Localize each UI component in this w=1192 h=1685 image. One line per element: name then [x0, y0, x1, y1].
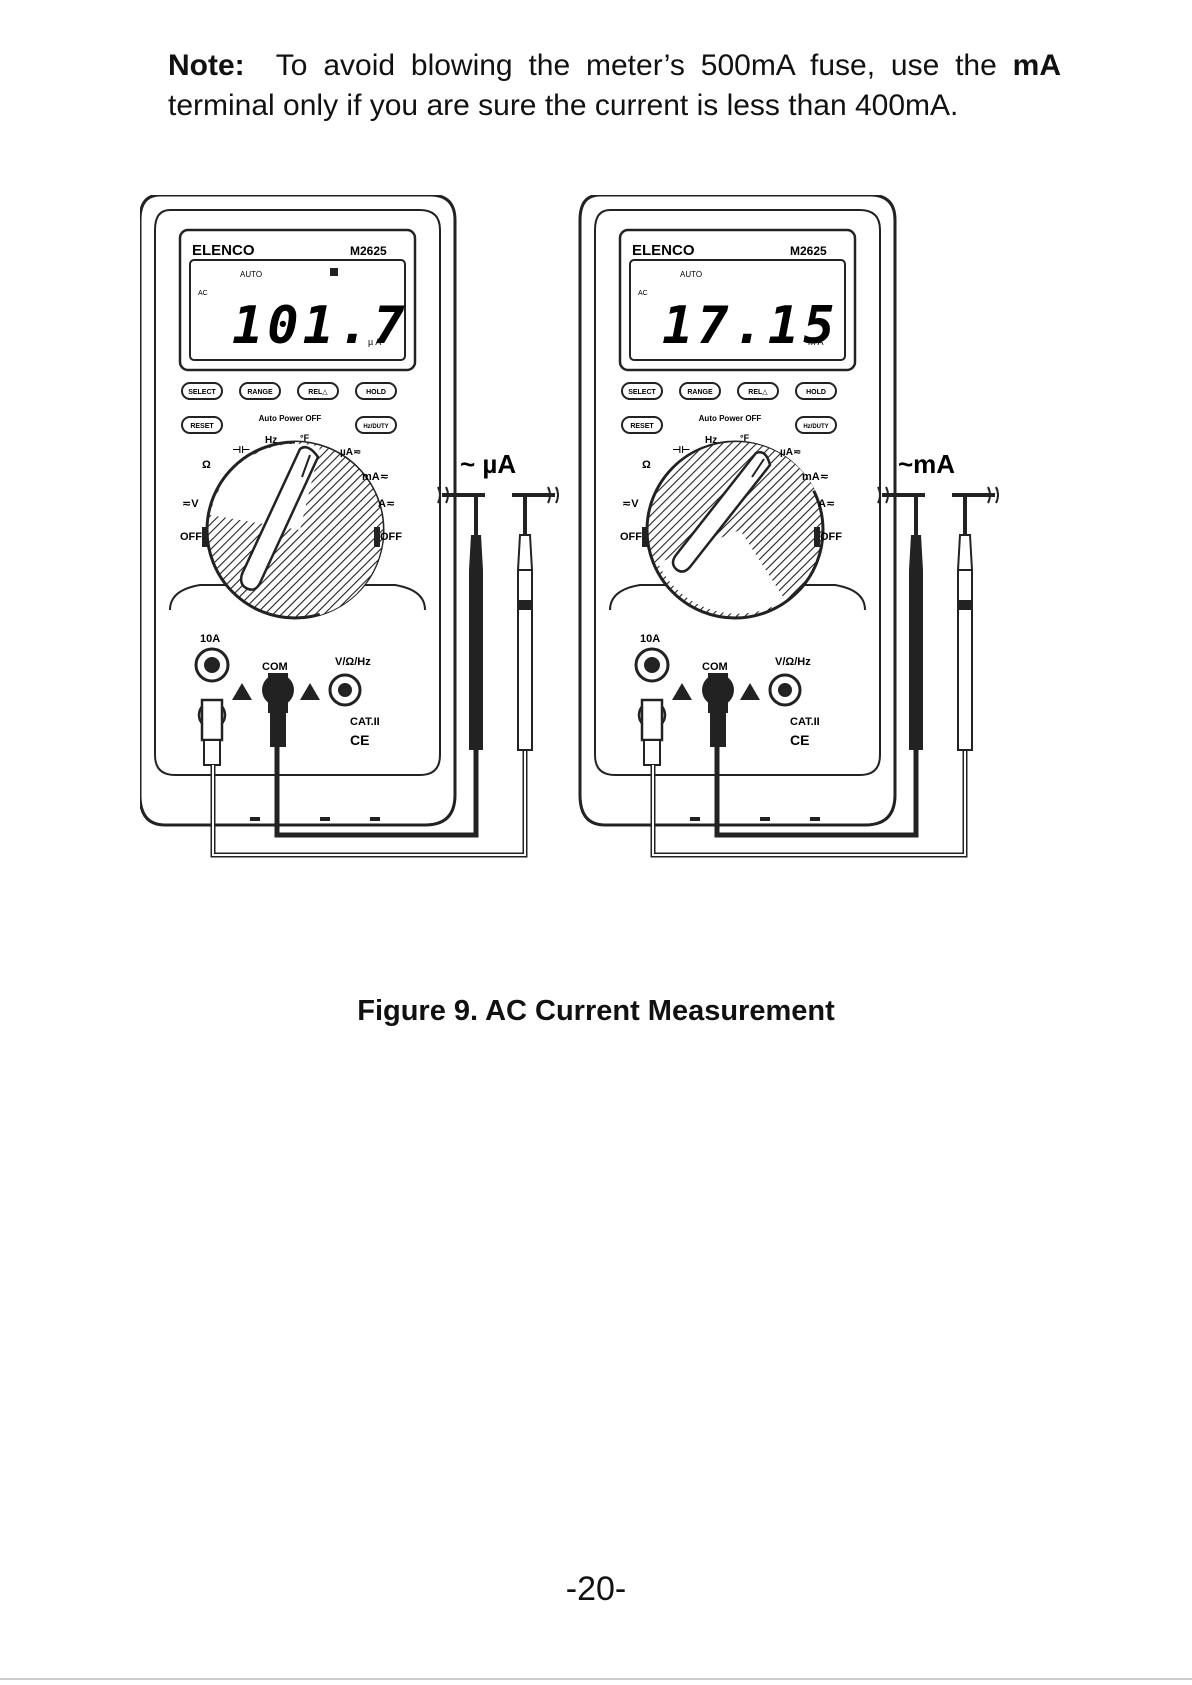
meter-1-model: M2625 — [350, 244, 387, 258]
meter-2-dial-a: A≂ — [818, 498, 835, 510]
note-label: Note: — [168, 49, 245, 82]
meter-2-auto-power-off: Auto Power OFF — [699, 414, 762, 423]
meter-1-dial-hz: Hz — [265, 435, 277, 446]
meter-1-rel-button[interactable]: REL△ — [297, 382, 339, 400]
meter-2-dial-cap: ⊣⊢ — [672, 445, 690, 456]
meter-2-terminal-com-label: COM — [702, 661, 728, 673]
meter-1-unit: µ A — [368, 337, 381, 347]
meter-2-black-probe — [909, 570, 923, 750]
svg-text:RANGE: RANGE — [247, 389, 273, 396]
meter-2-ce-mark: CE — [790, 732, 809, 748]
meter-1-mode: AC — [198, 290, 208, 297]
meter-2-hz-duty-button[interactable]: Hz/DUTY — [795, 416, 837, 434]
meter-2-hold-button[interactable]: HOLD — [795, 382, 837, 400]
meter-2-dial-hz: Hz — [705, 435, 717, 446]
meter-1-dial-off-left: OFF — [180, 531, 202, 543]
meter-1-dial-off-right: OFF — [380, 531, 402, 543]
meter-2-dial-volts: ≂V — [622, 498, 639, 510]
meter-1-dial-ma: mA≂ — [362, 471, 389, 483]
meter-2-auto: AUTO — [680, 270, 702, 279]
meter-1-brand: ELENCO — [192, 242, 255, 259]
meter-1-auto-power-off: Auto Power OFF — [259, 414, 322, 423]
meter-2-unit: m A — [808, 337, 824, 347]
svg-text:RANGE: RANGE — [687, 389, 713, 396]
meter-1-reading: 101.7 — [232, 296, 409, 356]
meter-1-black-probe — [469, 570, 483, 750]
meter-2-dial-ma: mA≂ — [802, 471, 829, 483]
note-bold-term: mA — [1012, 49, 1061, 82]
bottom-rule — [0, 1678, 1192, 1680]
figure-ac-current-measurement: ELENCO M2625 AUTO AC 101.7 µ A SELECT RA… — [140, 195, 1090, 940]
meter-1-dial-volts: ≂V — [182, 498, 199, 510]
meter-1-dial-ohms: Ω — [202, 459, 211, 471]
meter-1-cat-label: CAT.II — [350, 716, 380, 728]
meter-1-select-button[interactable]: SELECT — [181, 382, 223, 400]
meter-2-cat-label: CAT.II — [790, 716, 820, 728]
svg-text:REL△: REL△ — [748, 389, 768, 396]
meter-2: ELENCO M2625 AUTO AC 17.15 m A SELECT RA… — [578, 195, 999, 858]
meter-1-dial-cap: ⊣⊢ — [232, 445, 250, 456]
meter-2-terminal-10a-label: 10A — [640, 633, 660, 645]
meter-2-reading: 17.15 — [662, 296, 839, 356]
meter-2-dial-ua: µA≂ — [780, 447, 801, 458]
svg-text:SELECT: SELECT — [628, 389, 656, 396]
meter-1-terminal-volt-label: V/Ω/Hz — [335, 656, 371, 668]
meter-1-lead-label: ~ µA — [460, 449, 516, 479]
meter-1-ce-mark: CE — [350, 732, 369, 748]
note-text-before: To avoid blowing the meter’s 500mA fuse,… — [275, 49, 997, 82]
note-text-after: terminal only if you are sure the curren… — [168, 89, 959, 122]
page-number: -20- — [565, 1570, 627, 1608]
meter-2-select-button[interactable]: SELECT — [621, 382, 663, 400]
svg-text:Hz/DUTY: Hz/DUTY — [363, 424, 388, 430]
meter-2-rel-button[interactable]: REL△ — [737, 382, 779, 400]
meter-1-auto: AUTO — [240, 270, 262, 279]
svg-text:SELECT: SELECT — [188, 389, 216, 396]
meter-1-dial-temp: °F — [300, 433, 310, 443]
meter-2-dial-ohms: Ω — [642, 459, 651, 471]
meter-1-terminal-com-label: COM — [262, 661, 288, 673]
meter-2-mode: AC — [638, 290, 648, 297]
meter-2-dial-off-left: OFF — [620, 531, 642, 543]
meter-1-range-button[interactable]: RANGE — [239, 382, 281, 400]
meter-1-dial-pointer — [239, 446, 320, 591]
note-paragraph: Note: To avoid blowing the meter’s 500mA… — [168, 46, 1061, 126]
meter-2-dial-temp: °F — [740, 433, 750, 443]
meter-1: ELENCO M2625 AUTO AC 101.7 µ A SELECT RA… — [140, 195, 559, 858]
meter-1-terminal-10a-label: 10A — [200, 633, 220, 645]
meter-2-red-probe — [957, 569, 973, 751]
meter-1-hz-duty-button[interactable]: Hz/DUTY — [355, 416, 397, 434]
svg-text:RESET: RESET — [190, 423, 214, 430]
svg-text:REL△: REL△ — [308, 389, 328, 396]
meter-2-lead-label: ~mA — [898, 449, 955, 479]
meter-1-red-probe — [517, 569, 533, 751]
svg-text:HOLD: HOLD — [806, 389, 826, 396]
meter-2-reset-button[interactable]: RESET — [621, 416, 663, 434]
meter-2-brand: ELENCO — [632, 242, 695, 259]
meter-2-dial-pointer — [671, 451, 772, 573]
meter-2-dial-off-right: OFF — [820, 531, 842, 543]
meter-1-reset-button[interactable]: RESET — [181, 416, 223, 434]
meter-2-range-button[interactable]: RANGE — [679, 382, 721, 400]
figure-caption: Figure 9. AC Current Measurement — [357, 995, 835, 1027]
meter-2-model: M2625 — [790, 244, 827, 258]
svg-text:RESET: RESET — [630, 423, 654, 430]
meter-1-indicator — [330, 268, 338, 276]
meter-1-hold-button[interactable]: HOLD — [355, 382, 397, 400]
svg-text:Hz/DUTY: Hz/DUTY — [803, 424, 828, 430]
meter-2-terminal-volt-label: V/Ω/Hz — [775, 656, 811, 668]
svg-text:HOLD: HOLD — [366, 389, 386, 396]
meter-1-dial-a: A≂ — [378, 498, 395, 510]
meter-1-dial-ua: µA≂ — [340, 447, 361, 458]
